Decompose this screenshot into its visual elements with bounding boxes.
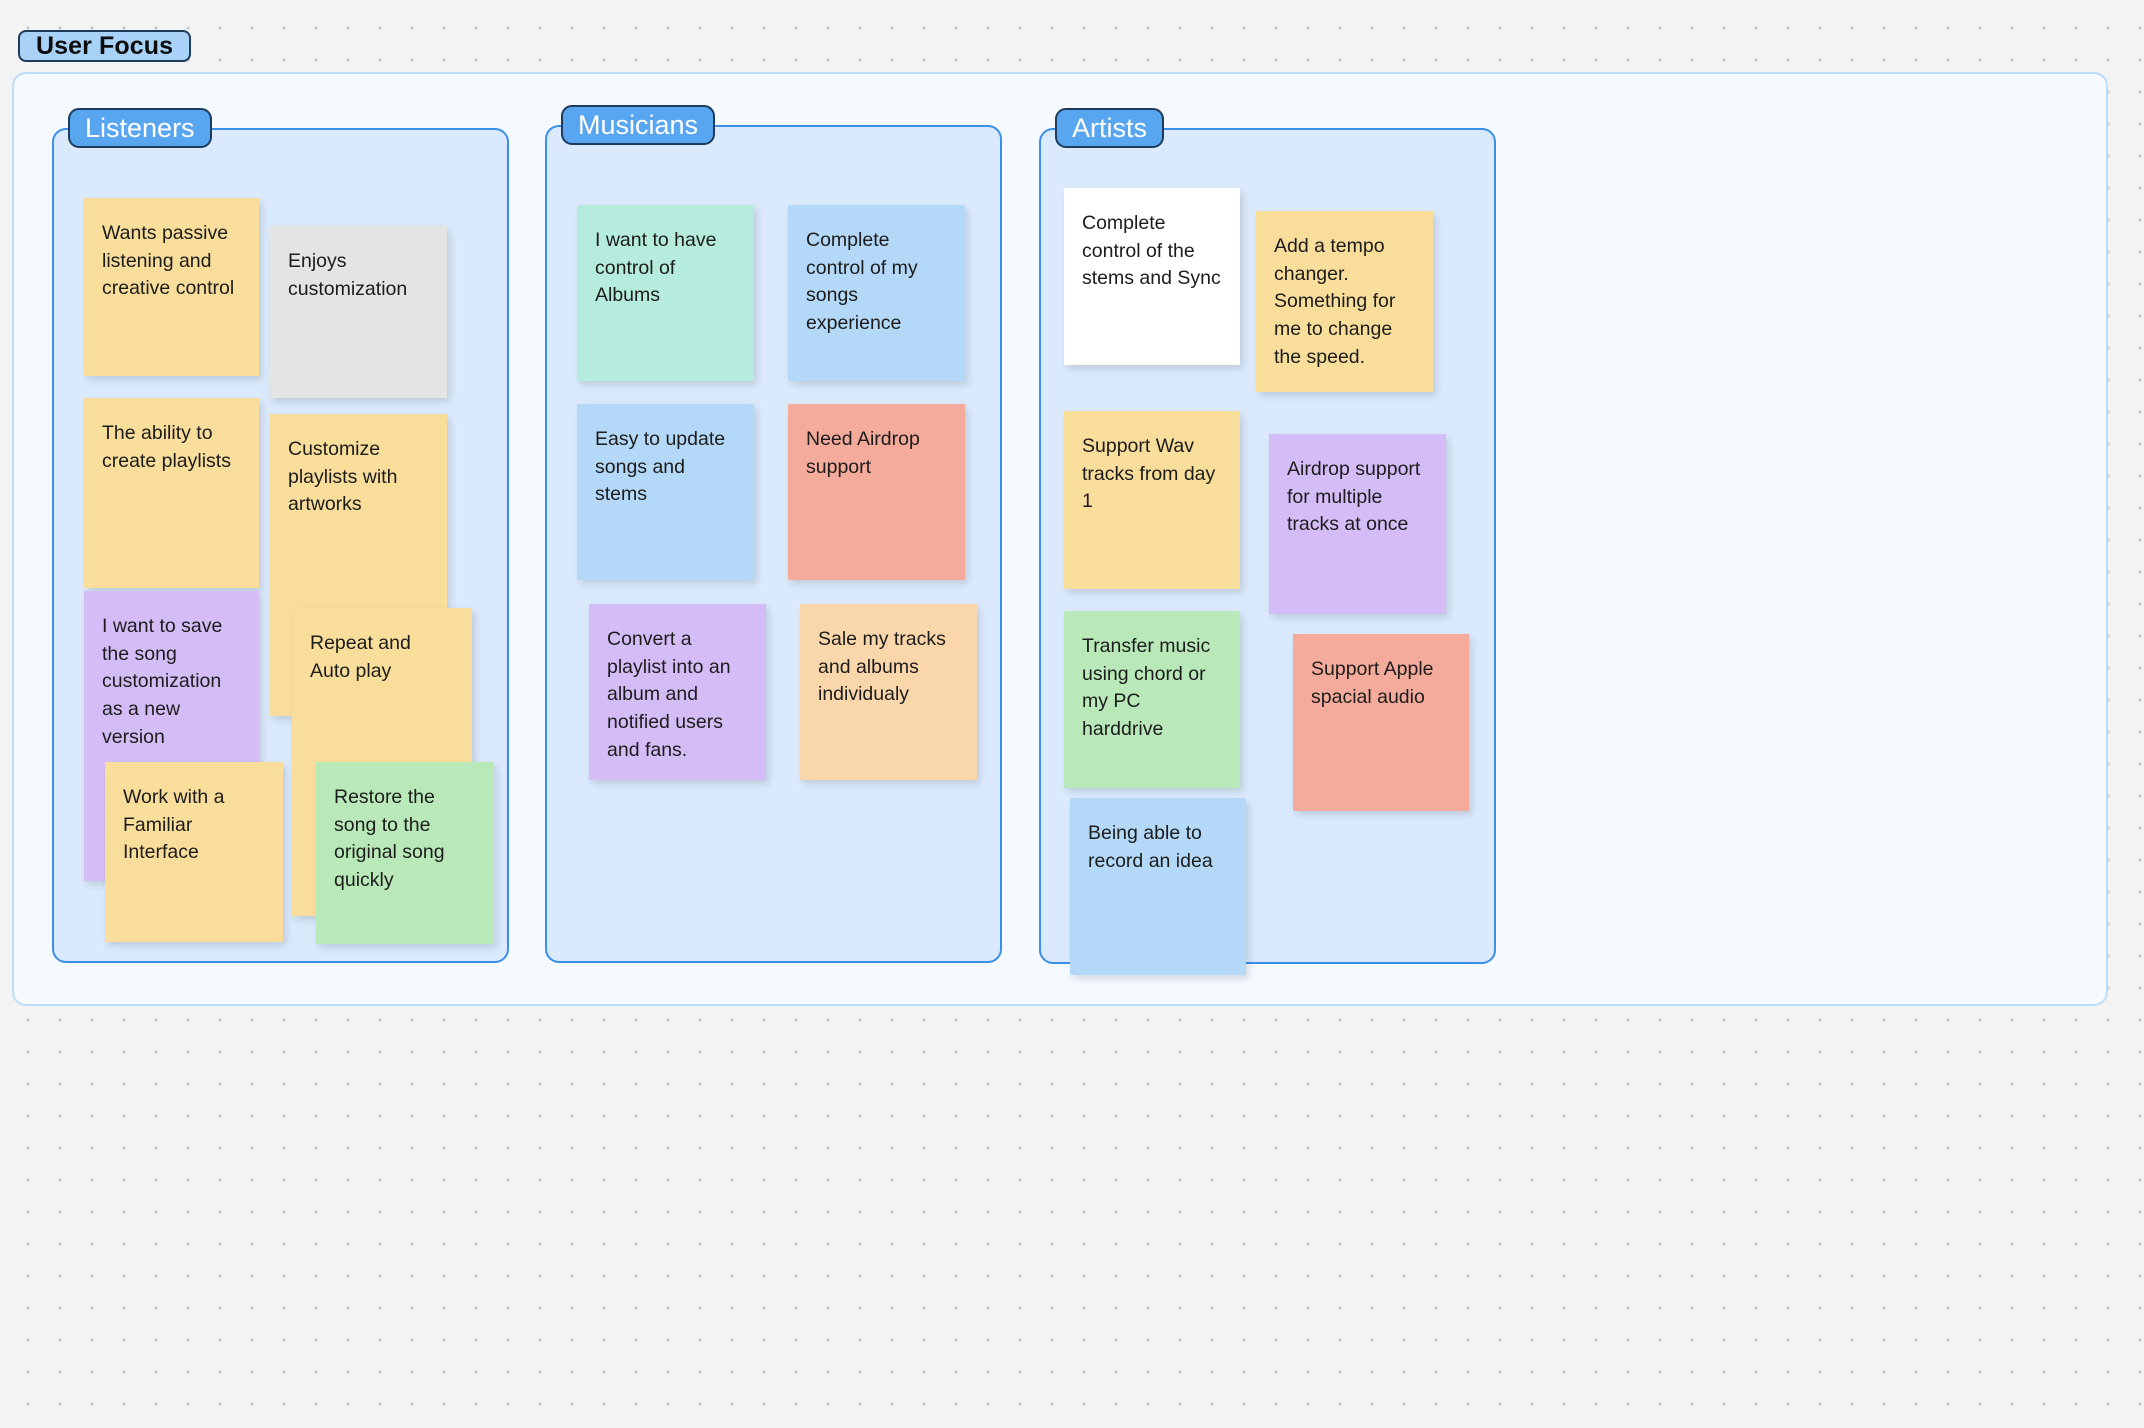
sticky-note-text: Restore the song to the original song qu… [334, 786, 445, 892]
sticky-note[interactable]: Transfer music using chord or my PC hard… [1064, 611, 1240, 788]
sticky-note-text: Complete control of the stems and Sync [1082, 212, 1221, 290]
sticky-note[interactable]: Sale my tracks and albums individualy [800, 604, 977, 780]
sticky-note[interactable]: Complete control of my songs experience [788, 205, 965, 381]
sticky-note-text: Add a tempo changer. Something for me to… [1274, 235, 1396, 368]
column-header-label: Musicians [578, 109, 699, 140]
sticky-note[interactable]: Being able to record an idea [1070, 798, 1246, 975]
sticky-note-text: I want to have control of Albums [595, 229, 717, 307]
sticky-note-text: Need Airdrop support [806, 428, 920, 478]
sticky-note[interactable]: Restore the song to the original song qu… [316, 762, 494, 944]
sticky-note[interactable]: Wants passive listening and creative con… [84, 198, 259, 376]
sticky-note-text: Support Apple spacial audio [1311, 658, 1434, 708]
sticky-note[interactable]: Complete control of the stems and Sync [1064, 188, 1240, 365]
sticky-note-text: Transfer music using chord or my PC hard… [1082, 635, 1211, 741]
sticky-note-text: Complete control of my songs experience [806, 229, 918, 335]
sticky-note-text: Airdrop support for multiple tracks at o… [1287, 458, 1421, 536]
sticky-note-text: Convert a playlist into an album and not… [607, 628, 731, 761]
sticky-note-text: Wants passive listening and creative con… [102, 222, 235, 300]
sticky-note-text: Easy to update songs and stems [595, 428, 726, 506]
sticky-note-text: Support Wav tracks from day 1 [1082, 435, 1216, 513]
sticky-note[interactable]: Convert a playlist into an album and not… [589, 604, 766, 780]
sticky-note[interactable]: Need Airdrop support [788, 404, 965, 580]
board-title-label: User Focus [36, 31, 174, 60]
sticky-note-text: Repeat and Auto play [310, 632, 411, 682]
sticky-note[interactable]: I want to have control of Albums [577, 205, 754, 381]
sticky-note[interactable]: Work with a Familiar Interface [105, 762, 283, 942]
sticky-note[interactable]: Enjoys customization [270, 226, 447, 398]
sticky-note-text: Enjoys customization [288, 250, 408, 300]
column-header-artists[interactable]: Artists [1055, 108, 1165, 148]
sticky-note[interactable]: Support Apple spacial audio [1293, 634, 1469, 811]
board-title-badge[interactable]: User Focus [18, 30, 192, 62]
column-header-listeners[interactable]: Listeners [68, 108, 212, 148]
sticky-note[interactable]: Support Wav tracks from day 1 [1064, 411, 1240, 589]
sticky-note-text: Sale my tracks and albums individualy [818, 628, 946, 706]
sticky-note[interactable]: Add a tempo changer. Something for me to… [1256, 211, 1433, 392]
sticky-note[interactable]: Airdrop support for multiple tracks at o… [1269, 434, 1446, 614]
sticky-note-text: The ability to create playlists [102, 422, 231, 472]
column-musicians[interactable]: Musicians I want to have control of Album… [545, 105, 1002, 963]
sticky-note-text: Customize playlists with artworks [288, 438, 398, 516]
sticky-note-text: I want to save the song customization as… [102, 615, 223, 748]
sticky-note[interactable]: The ability to create playlists [84, 398, 259, 588]
sticky-note-text: Being able to record an idea [1088, 822, 1213, 872]
column-header-label: Artists [1072, 112, 1148, 143]
sticky-note[interactable]: Easy to update songs and stems [577, 404, 754, 580]
column-header-label: Listeners [85, 112, 195, 143]
sticky-note-text: Work with a Familiar Interface [123, 786, 225, 864]
column-header-musicians[interactable]: Musicians [561, 105, 716, 145]
